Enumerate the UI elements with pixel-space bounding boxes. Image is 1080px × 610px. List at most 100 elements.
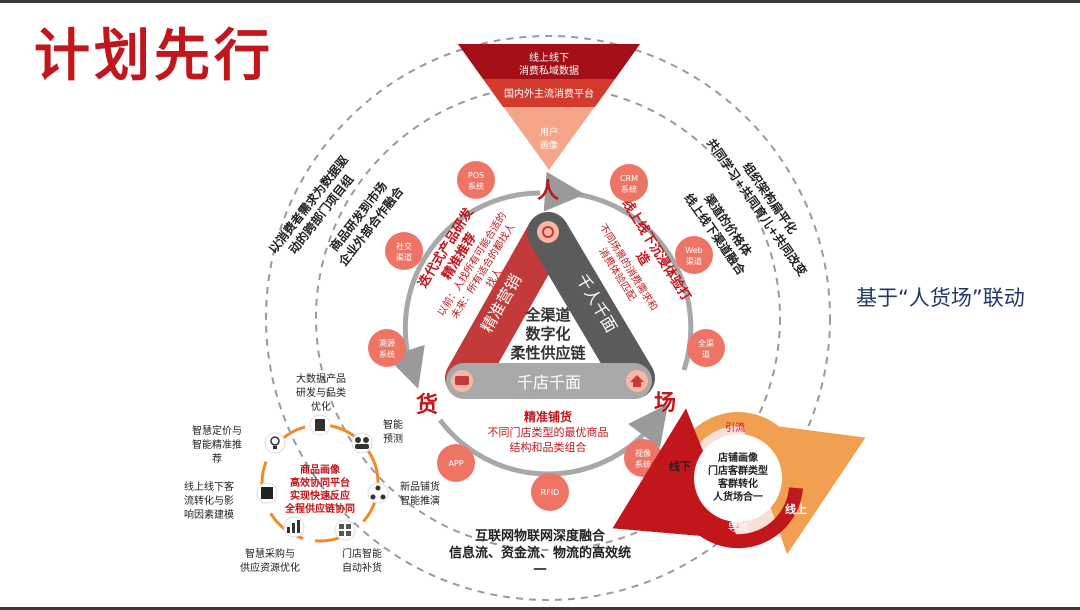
- loop-right-label: 线上: [785, 502, 807, 516]
- coin-icon: [537, 221, 559, 243]
- svg-text:系统: 系统: [379, 349, 395, 359]
- svg-text:智慧定价与: 智慧定价与: [192, 424, 242, 437]
- svg-text:新品铺货: 新品铺货: [400, 480, 440, 493]
- svg-text:响因素建模: 响因素建模: [184, 508, 234, 521]
- svg-text:供应资源优化: 供应资源优化: [240, 561, 300, 574]
- svg-text:社交: 社交: [396, 241, 412, 251]
- loop-top-label: 引流: [725, 421, 745, 434]
- loop-left-label: 线下: [669, 459, 691, 473]
- network-icon: [367, 482, 389, 504]
- hub-item-replenish: 门店智能 自动补货: [342, 547, 382, 574]
- page-title: 计划先行: [34, 23, 274, 89]
- svg-text:门店智能: 门店智能: [342, 547, 382, 560]
- grid-icon: [334, 519, 356, 541]
- hub-line3: 实现快速反应: [290, 489, 350, 502]
- loop-center-line3: 客群转化: [717, 477, 758, 490]
- bottom-caption-title: 精准铺货: [524, 409, 572, 424]
- loop-center: [694, 434, 782, 522]
- svg-text:渠道: 渠道: [686, 256, 702, 266]
- svg-text:CRM: CRM: [620, 174, 638, 183]
- bar-chart-icon: [283, 516, 305, 538]
- svg-text:系统: 系统: [621, 184, 637, 194]
- svg-text:大数据产品: 大数据产品: [296, 372, 346, 385]
- hub-item-big-data: 大数据产品 研发与品类 优化: [296, 372, 346, 413]
- home-icon: [626, 370, 648, 392]
- loop-center-line1: 店铺画像: [718, 451, 759, 464]
- channel-web: Web 渠道: [675, 236, 713, 274]
- channel-social: 社交 渠道: [385, 232, 423, 270]
- svg-text:溯源: 溯源: [379, 338, 395, 348]
- funnel-bottom-line1: 用户: [540, 126, 558, 138]
- svg-text:流转化与影: 流转化与影: [184, 494, 234, 507]
- svg-text:自动补货: 自动补货: [342, 561, 382, 574]
- hub-item-forecast: 智能 预测: [383, 418, 403, 445]
- funnel-top-layer: [458, 44, 640, 79]
- svg-text:预测: 预测: [383, 432, 403, 445]
- vertex-goods: 货: [416, 392, 438, 418]
- hub-item-pricing: 智慧定价与 智能精准推 荐: [192, 424, 242, 465]
- hub-item-traffic-model: 线上线下客 流转化与影 响因素建模: [184, 480, 234, 521]
- svg-text:线上线下客: 线上线下客: [184, 480, 234, 493]
- side-note: 基于“人货场”联动: [856, 286, 1025, 310]
- svg-text:POS: POS: [468, 171, 484, 180]
- outer-dashed-ring: [265, 35, 831, 601]
- channel-crm: CRM 系统: [610, 164, 648, 202]
- funnel-bottom-line2: 画像: [540, 139, 558, 151]
- bottom-arc-line2: 信息流、资金流、物流的高效统: [449, 545, 631, 561]
- svg-text:研发与品类: 研发与品类: [296, 386, 346, 399]
- goods-icon: [451, 370, 473, 392]
- cycle-arc-right: [543, 171, 694, 371]
- loop-bottom-label: 导流: [728, 521, 748, 534]
- svg-text:视像: 视像: [635, 448, 651, 458]
- svg-text:荐: 荐: [212, 453, 222, 465]
- svg-text:Web: Web: [685, 246, 702, 255]
- hub-item-procurement: 智慧采购与 供应资源优化: [240, 547, 300, 574]
- bottom-caption-sub1: 不同门店类型的最优商品: [488, 425, 609, 439]
- bottom-arc-line3: 一: [533, 563, 546, 578]
- funnel-top-line2: 消费私域数据: [519, 64, 579, 77]
- svg-text:APP: APP: [448, 459, 463, 468]
- triangle-left-arm: [445, 212, 569, 399]
- hub-line1: 商品画像: [300, 463, 341, 476]
- channel-trace: 溯源 系统: [368, 329, 406, 367]
- svg-text:智能: 智能: [383, 418, 403, 431]
- svg-text:智能推演: 智能推演: [400, 494, 440, 507]
- bottom-arm-label: 千店千面: [517, 373, 581, 392]
- loop-center-line4: 人货场合一: [713, 490, 763, 503]
- svg-text:优化: 优化: [311, 400, 331, 413]
- bottom-arc-line1: 互联网物联网深度融合: [475, 528, 606, 544]
- channel-pos: POS 系统: [457, 161, 495, 199]
- channel-app: APP: [437, 444, 475, 482]
- channel-video: 视像 系统: [624, 439, 662, 477]
- bottom-caption-sub2: 结构和品类组合: [510, 440, 587, 454]
- hub-line4: 全程供应链协同: [284, 502, 355, 515]
- triangle-right-arm: [527, 212, 655, 399]
- lightbulb-icon: [264, 432, 286, 454]
- center-line1: 全渠道: [524, 306, 570, 324]
- channel-omni: 全渠 道: [687, 329, 725, 367]
- svg-text:智能精准推: 智能精准推: [192, 438, 242, 451]
- vertex-place: 场: [654, 391, 676, 416]
- document-icon: [309, 414, 331, 436]
- funnel-top-line1: 线上线下: [529, 51, 569, 64]
- loop-center-line2: 门店客群类型: [708, 464, 768, 477]
- funnel-middle-label: 国内外主流消费平台: [504, 87, 594, 100]
- svg-text:道: 道: [702, 349, 710, 359]
- svg-text:智慧采购与: 智慧采购与: [245, 547, 295, 560]
- svg-text:全渠: 全渠: [698, 338, 714, 348]
- users-icon: [351, 432, 373, 454]
- vertex-person: 人: [537, 179, 559, 204]
- hub-item-new-goods: 新品铺货 智能推演: [400, 480, 440, 507]
- svg-text:系统: 系统: [468, 181, 484, 191]
- cube-icon: [256, 482, 278, 504]
- center-line2: 数字化: [525, 325, 570, 343]
- svg-text:系统: 系统: [635, 459, 651, 469]
- hub-line2: 高效协同平台: [290, 476, 350, 489]
- channel-rfid: RFID: [531, 473, 569, 511]
- svg-text:渠道: 渠道: [396, 252, 412, 262]
- loop-arrow-lower: [612, 408, 803, 549]
- center-line3: 柔性供应链: [510, 344, 586, 362]
- bottom-border: [0, 607, 1080, 610]
- svg-text:RFID: RFID: [541, 488, 560, 497]
